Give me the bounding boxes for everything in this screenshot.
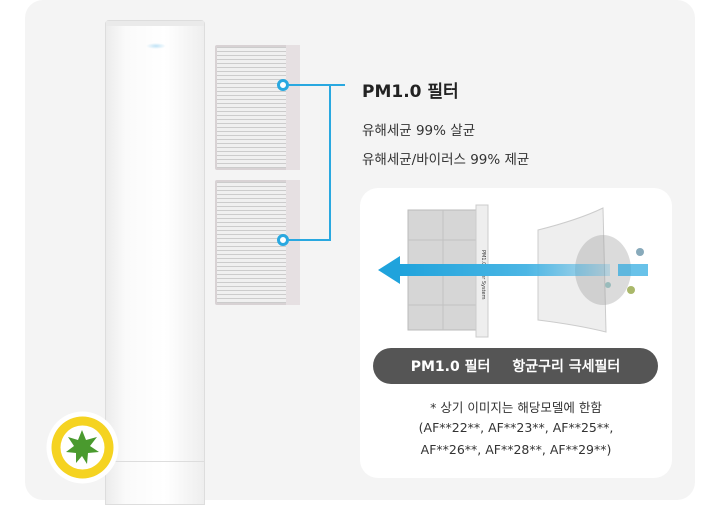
feature-text: 유해세균 99% 살균	[362, 123, 476, 139]
connector-line	[329, 84, 345, 86]
allergy-uk-seal-icon	[46, 411, 119, 484]
filter-heading: PM1.0 필터	[362, 82, 459, 102]
model-note: (AF**22**, AF**23**, AF**25**,	[418, 420, 614, 435]
filter-airflow-illustration: PM1.0 Filter System	[378, 204, 648, 338]
callout-dot	[277, 79, 289, 91]
connector-line	[289, 84, 331, 86]
connector-line	[329, 84, 331, 241]
model-note: * 상기 이미지는 해당모델에 한함	[430, 400, 602, 415]
pill-label-pm10: PM1.0 필터	[410, 359, 491, 375]
filter-label-pill: PM1.0 필터 항균구리 극세필터	[373, 348, 658, 384]
upper-filter-image	[215, 45, 300, 170]
callout-dot	[277, 234, 289, 246]
model-note: AF**26**, AF**28**, AF**29**)	[420, 442, 612, 457]
pill-label-copper: 항균구리 극세필터	[512, 359, 621, 375]
airflow-arrow	[400, 264, 610, 276]
air-purifier-image	[105, 20, 205, 505]
connector-line	[289, 239, 331, 241]
feature-text: 유해세균/바이러스 99% 제균	[362, 152, 530, 168]
